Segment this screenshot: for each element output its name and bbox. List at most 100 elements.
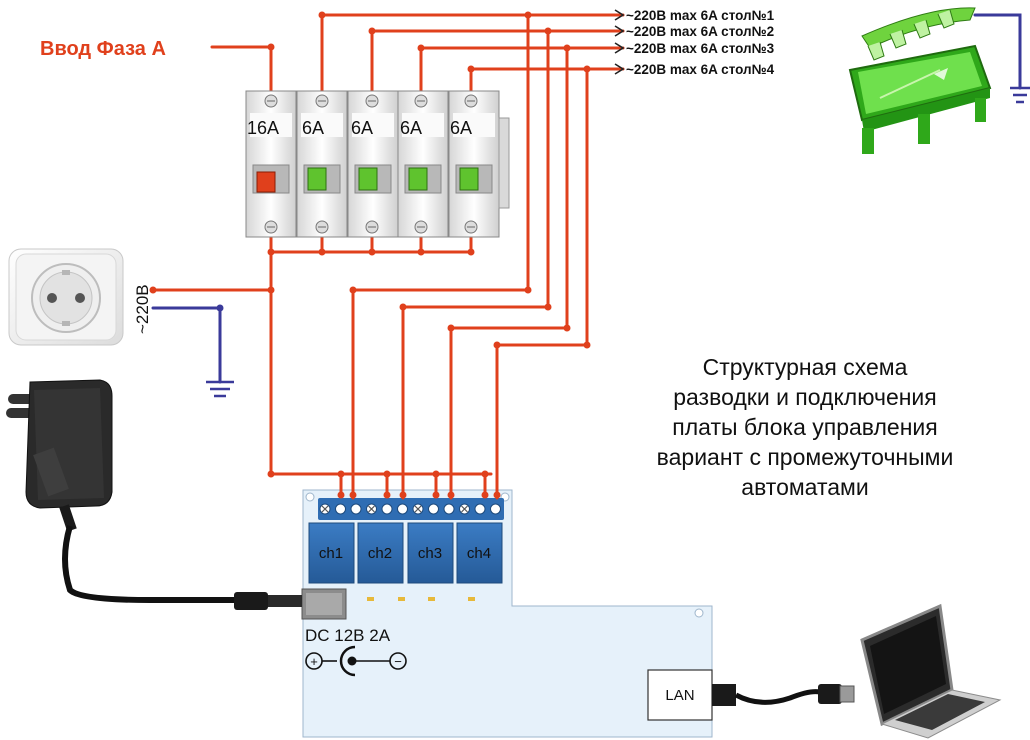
- minus-sign: −: [394, 654, 402, 669]
- socket-voltage-label: ~220В: [133, 284, 152, 334]
- junction-dot: [383, 470, 391, 478]
- breaker-rating: 6A: [351, 118, 373, 138]
- junction-dot: [563, 324, 571, 332]
- junction-dot: [267, 286, 275, 294]
- terminal-screw: [428, 503, 439, 515]
- junction-dot: [432, 470, 440, 478]
- terminal-screw-cross: [414, 505, 422, 513]
- terminal-screw: [335, 503, 346, 515]
- billiard-table-icon: [848, 7, 992, 154]
- junction-dot: [493, 341, 501, 349]
- junction-dot: [524, 11, 532, 19]
- terminal-screw: [490, 503, 501, 515]
- polarity-symbol: + −: [305, 645, 407, 677]
- relay-ch4: ch4: [456, 522, 503, 584]
- diagram-title: Структурная схема разводки и подключения…: [640, 352, 970, 502]
- junction-dot: [447, 324, 455, 332]
- breaker-4: 6A: [397, 90, 449, 238]
- terminal-screw-cross: [368, 505, 375, 513]
- output-label-2: ~220В max 6A стол№2: [626, 24, 774, 39]
- terminal-screw: [474, 503, 486, 515]
- junction-dot: [467, 65, 475, 73]
- power-socket: [8, 248, 124, 346]
- dc-jack: [301, 588, 347, 620]
- breaker-3: 6A: [347, 90, 399, 238]
- junction-dot: [481, 491, 489, 499]
- junction-dot: [337, 470, 345, 478]
- terminal-screw: [397, 503, 408, 515]
- junction-dot: [349, 491, 357, 499]
- junction-dot: [337, 491, 345, 499]
- junction-dot: [267, 248, 275, 256]
- junction-dot: [467, 248, 475, 256]
- ground-symbol-table: [1010, 86, 1030, 104]
- junction-dot: [417, 248, 425, 256]
- breaker-rating: 6A: [400, 118, 422, 138]
- power-label: DC 12В 2А: [305, 626, 391, 645]
- junction-dot: [399, 491, 407, 499]
- junction-dot: [493, 491, 501, 499]
- power-adapter: [6, 379, 113, 532]
- breaker-rating: 6A: [302, 118, 324, 138]
- junction-dot: [524, 286, 532, 294]
- output-label-1: ~220В max 6A стол№1: [626, 8, 775, 23]
- junction-dot: [447, 491, 455, 499]
- junction-dot: [318, 11, 326, 19]
- junction-dot: [563, 44, 571, 52]
- junction-dot: [383, 491, 391, 499]
- junction-dot: [267, 470, 275, 478]
- junction-dot: [544, 303, 552, 311]
- terminal-screw-cross: [321, 505, 329, 513]
- relay-label: ch3: [418, 545, 442, 562]
- output-label-4: ~220В max 6A стол№4: [626, 62, 775, 77]
- laptop-icon: [860, 603, 1002, 739]
- phase-input-label: Ввод Фаза А: [40, 38, 166, 60]
- title-line: Структурная схема: [702, 354, 908, 380]
- terminal-block: [318, 498, 504, 520]
- circuit-breakers: 16A 6A 6A 6A: [245, 90, 510, 238]
- control-board: [302, 489, 713, 738]
- breaker-1: 16A: [245, 90, 297, 238]
- lan-cable: [712, 684, 855, 706]
- title-line: платы блока управления: [672, 414, 938, 440]
- junction-dot: [583, 65, 591, 73]
- junction-dot: [544, 27, 552, 35]
- lan-label: LAN: [665, 687, 694, 704]
- junction-dot: [432, 491, 440, 499]
- ground-symbol-socket: [206, 380, 234, 398]
- lan-port: LAN: [647, 669, 713, 721]
- junction-dot: [349, 286, 357, 294]
- output-arrows: [614, 9, 625, 75]
- junction-dot: [267, 43, 275, 51]
- wire-junctions: [149, 11, 591, 499]
- junction-dot: [368, 27, 376, 35]
- junction-dot: [368, 248, 376, 256]
- terminal-screw: [381, 503, 393, 515]
- relay-label: ch2: [368, 545, 392, 562]
- junction-dot: [417, 44, 425, 52]
- relay-label: ch1: [319, 545, 343, 562]
- relay-ch1: ch1: [308, 522, 355, 584]
- output-label-3: ~220В max 6A стол№3: [626, 41, 775, 56]
- breaker-rating: 16A: [247, 118, 279, 138]
- junction-dot: [399, 303, 407, 311]
- plus-sign: +: [310, 654, 318, 669]
- junction-dot: [583, 341, 591, 349]
- junction-dot: [318, 248, 326, 256]
- phase-wires: [151, 13, 625, 500]
- title-line: вариант с промежуточными: [656, 444, 954, 470]
- adapter-cable: [62, 525, 302, 610]
- title-line: автоматами: [741, 474, 869, 500]
- relay-ch2: ch2: [357, 522, 404, 584]
- junction-dot: [149, 286, 157, 294]
- breaker-2: 6A: [296, 90, 348, 238]
- breaker-rating: 6A: [450, 118, 472, 138]
- junction-dot: [481, 470, 489, 478]
- status-leds: [367, 597, 475, 601]
- breaker-5: 6A: [448, 90, 500, 238]
- terminal-screw: [350, 503, 362, 515]
- title-line: разводки и подключения: [673, 384, 937, 410]
- terminal-screw-cross: [461, 505, 468, 513]
- terminal-screw: [443, 503, 455, 515]
